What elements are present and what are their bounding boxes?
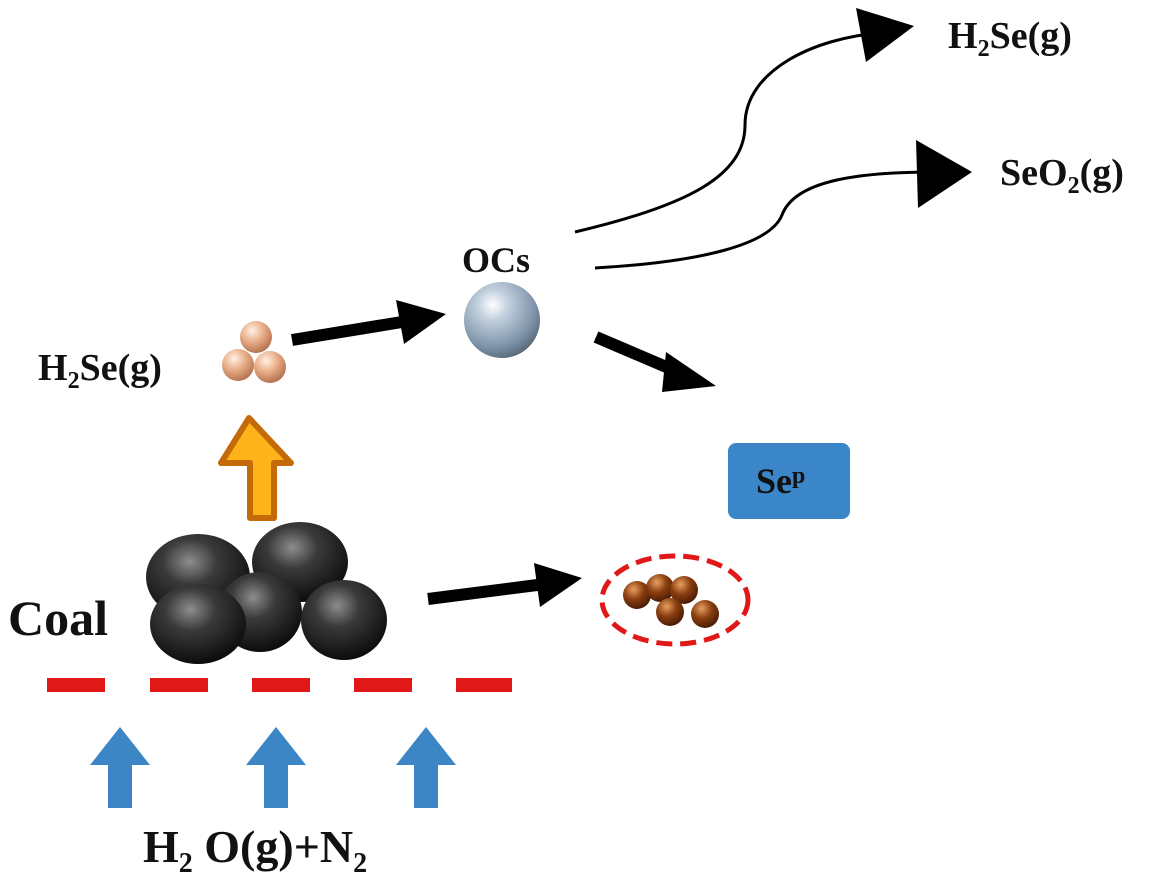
label-coal: Coal <box>8 590 108 646</box>
curved-arrow-to-seo2 <box>594 140 972 270</box>
coal-particles <box>146 522 387 664</box>
distributor-dashed-line <box>47 678 512 692</box>
residual-particle-cluster <box>599 553 751 647</box>
orange-up-arrow <box>218 415 294 521</box>
oxygen-carrier-sphere <box>464 282 540 358</box>
arrow-ocs-to-sep <box>593 331 716 392</box>
blue-up-arrow-1 <box>90 727 150 808</box>
sep-label: Se <box>756 461 792 501</box>
sep-box: Sep <box>728 443 850 519</box>
curved-arrow-to-h2se <box>574 8 914 234</box>
h2se-particle-cluster <box>222 321 286 383</box>
svg-text:Sep: Sep <box>756 461 805 501</box>
blue-up-arrow-3 <box>396 727 456 808</box>
label-feed-gas: H2 O(g)+N2 <box>143 821 367 879</box>
label-h2se-gas-top: H2Se(g) <box>948 15 1072 62</box>
label-h2se-gas-left: H2Se(g) <box>38 347 162 394</box>
label-ocs: OCs <box>462 240 530 280</box>
arrow-h2se-to-ocs <box>291 300 446 346</box>
blue-up-arrow-2 <box>246 727 306 808</box>
arrow-coal-to-residue <box>427 563 582 607</box>
label-seo2-gas: SeO2(g) <box>1000 152 1124 199</box>
